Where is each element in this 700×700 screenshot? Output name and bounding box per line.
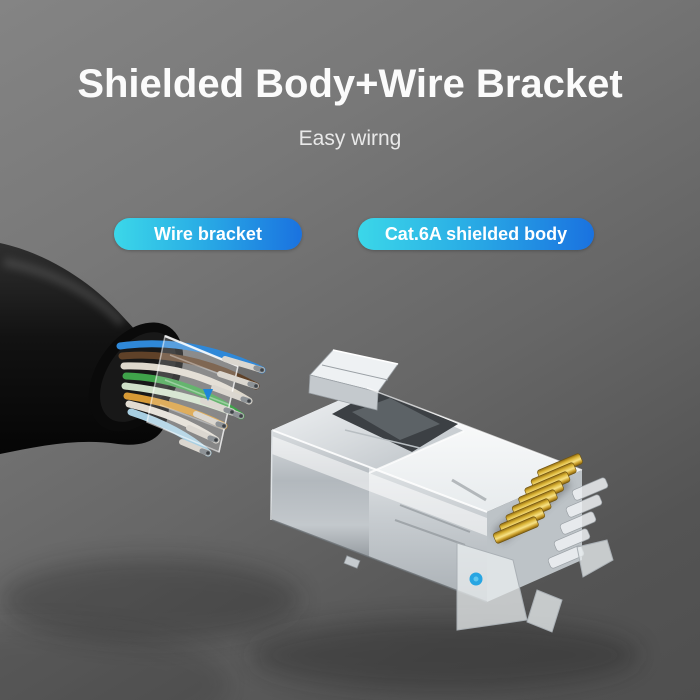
- metal-tab: [308, 349, 399, 411]
- wire-tips: [179, 356, 265, 456]
- shielded-body-leader-line: [469, 251, 483, 586]
- callout-label-shielded-body: Cat.6A shielded body: [358, 218, 594, 250]
- callout-label-wire-bracket: Wire bracket: [114, 218, 302, 250]
- rj45-connector: [270, 349, 614, 633]
- wire-bracket-leader-line: [203, 251, 213, 401]
- callout-label-text: Cat.6A shielded body: [384, 223, 568, 244]
- page-subtitle: Easy wirng: [298, 127, 402, 150]
- arrowhead-icon: [203, 389, 213, 401]
- floor-shadows: [0, 558, 640, 700]
- callout-label-text: Wire bracket: [154, 223, 262, 244]
- page-title: Shielded Body+Wire Bracket: [77, 62, 623, 106]
- connector-latch: [456, 539, 614, 633]
- pin-slot-ridges: [547, 477, 609, 569]
- gold-pins: [492, 453, 583, 544]
- inner-channels: [394, 478, 487, 546]
